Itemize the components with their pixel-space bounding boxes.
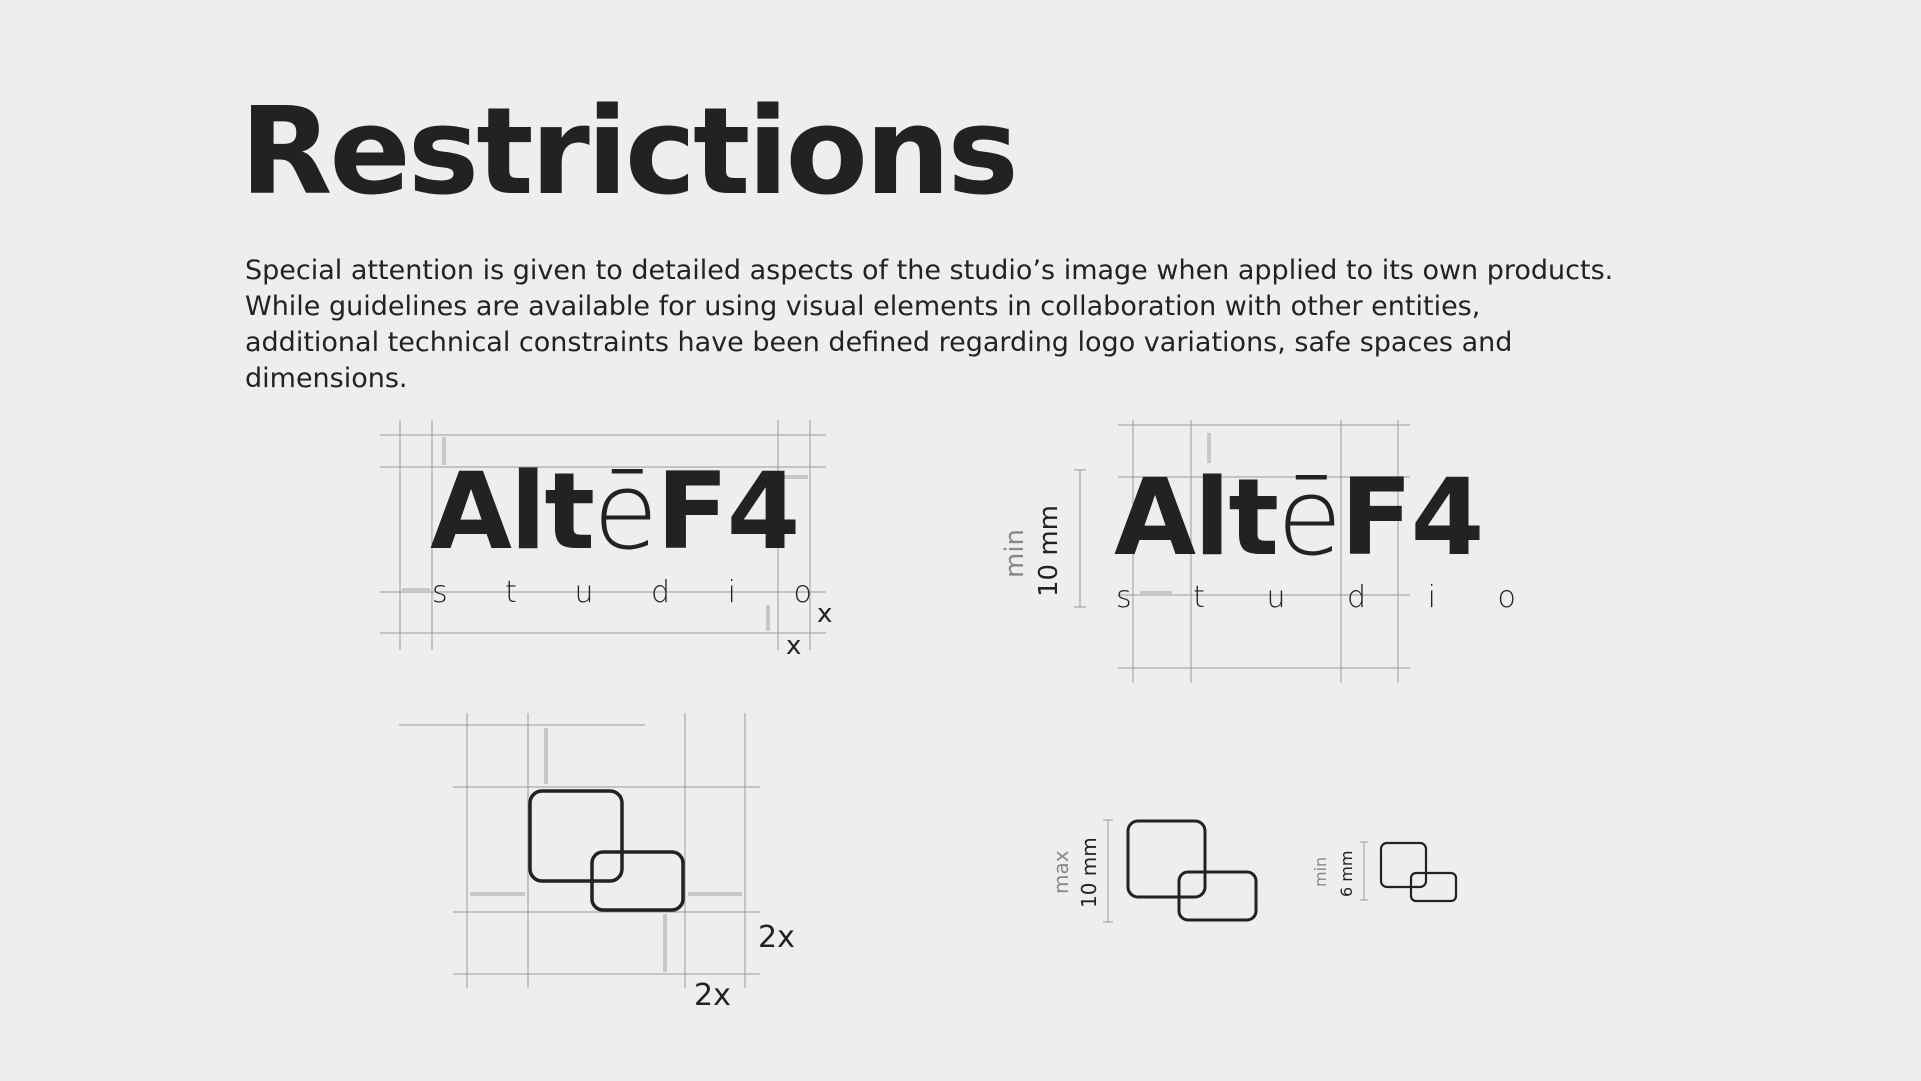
min-measure-label: 6 mm [1337,850,1356,897]
symbol-min-size-figure: min 6 mm [1305,832,1475,912]
max-qualifier-label: max [1049,850,1073,894]
min-qualifier-label: min [1311,856,1330,887]
symbol-logo-icon [1379,841,1458,903]
wordmark-subline: s t u d i o [432,575,836,610]
symbol-logo-icon [528,789,685,912]
clearspace-label-right: x [817,599,833,629]
wordmark-part: F4 [656,450,800,573]
size-indicator [1103,819,1113,923]
min-qualifier-label: min [1000,528,1030,578]
intro-line: dimensions. [245,363,408,394]
symbol-max-size-figure: max 10 mm [1045,810,1265,930]
clearspace-label-right: 2x [758,920,795,955]
wordmark-part: Alt [430,450,595,573]
clearspace-label-bottom: 2x [694,978,731,1013]
wordmark-clearspace-figure: AltēF4 s t u d i o x x [380,415,840,675]
intro-paragraph: Special attention is given to detailed a… [245,253,1745,397]
guide-grid [1074,420,1410,683]
page-title: Restrictions [240,83,1019,222]
size-indicator [1360,841,1368,901]
symbol-logo-icon [1126,819,1258,922]
wordmark-logo: AltēF4 [1114,463,1484,573]
symbol-clearspace-figure: 2x 2x [395,710,815,1020]
wordmark-min-size-figure: min 10 mm AltēF4 s t u d i o [990,415,1516,695]
intro-line: While guidelines are available for using… [245,291,1481,322]
min-measure-label: 10 mm [1034,504,1064,597]
wordmark-part: Alt [1114,456,1279,579]
guide-grid [380,420,826,650]
wordmark-part: F4 [1340,456,1484,579]
guide-grid [399,713,760,988]
wordmark-logo: AltēF4 [430,457,800,567]
wordmark-accent: ē [593,450,658,573]
intro-line: additional technical constraints have be… [245,327,1513,358]
max-measure-label: 10 mm [1077,837,1101,908]
wordmark-subline: s t u d i o [1116,580,1542,615]
clearspace-label-bottom: x [786,631,802,661]
wordmark-accent: ē [1277,456,1342,579]
intro-line: Special attention is given to detailed a… [245,255,1614,286]
